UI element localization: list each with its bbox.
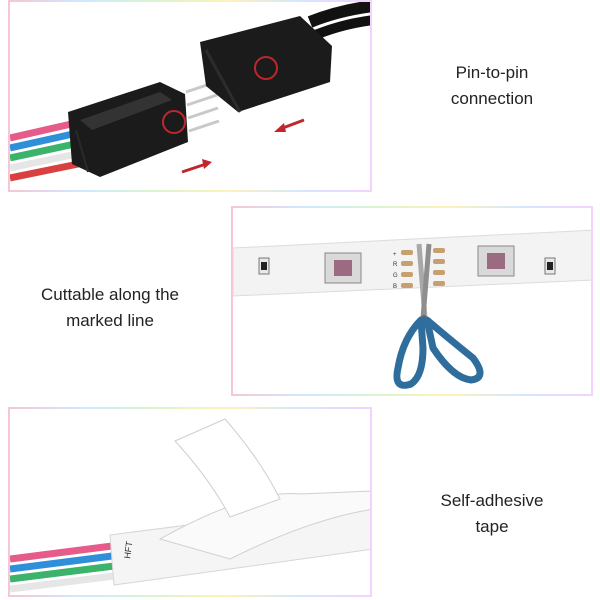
tape-panel: HFT bbox=[8, 407, 372, 597]
connection-caption-line2: connection bbox=[450, 89, 534, 108]
connector-panel bbox=[8, 0, 372, 192]
cut-caption: Cuttable along the marked line bbox=[15, 282, 205, 334]
connection-caption: Pin-to-pin connection bbox=[412, 60, 572, 112]
led-chip-left bbox=[324, 252, 362, 284]
pin-marker-circle bbox=[162, 110, 186, 134]
cut-illustration: + R G B bbox=[233, 229, 591, 389]
strip-print: HFT bbox=[122, 540, 134, 559]
pad-label-plus: + bbox=[393, 252, 397, 258]
tape-caption-line2: tape bbox=[475, 517, 509, 536]
cut-caption-line2: marked line bbox=[66, 311, 154, 330]
tape-caption: Self-adhesive tape bbox=[412, 488, 572, 540]
male-connector bbox=[68, 80, 220, 177]
resistor-left bbox=[258, 257, 270, 275]
rgb-wires-bottom bbox=[10, 541, 123, 593]
cut-panel: + R G B bbox=[231, 206, 593, 396]
pad-label-r: R bbox=[393, 262, 398, 268]
female-connector bbox=[200, 2, 370, 113]
cut-caption-line1: Cuttable along the bbox=[41, 285, 179, 304]
peeled-tape bbox=[158, 490, 370, 560]
socket-marker-circle bbox=[254, 56, 278, 80]
tape-illustration: HFT bbox=[10, 418, 370, 593]
insert-arrows bbox=[181, 118, 305, 174]
solder-pads bbox=[401, 248, 445, 288]
tape-caption-line1: Self-adhesive bbox=[440, 491, 544, 510]
scissors-icon bbox=[393, 243, 484, 389]
led-chip-right bbox=[477, 245, 515, 277]
connector-illustration bbox=[10, 2, 370, 182]
pad-label-g: G bbox=[393, 273, 398, 279]
resistor-right bbox=[544, 257, 556, 275]
tape-backing-flap bbox=[174, 418, 281, 518]
connection-caption-line1: Pin-to-pin bbox=[455, 63, 529, 82]
pad-label-b: B bbox=[393, 284, 397, 290]
